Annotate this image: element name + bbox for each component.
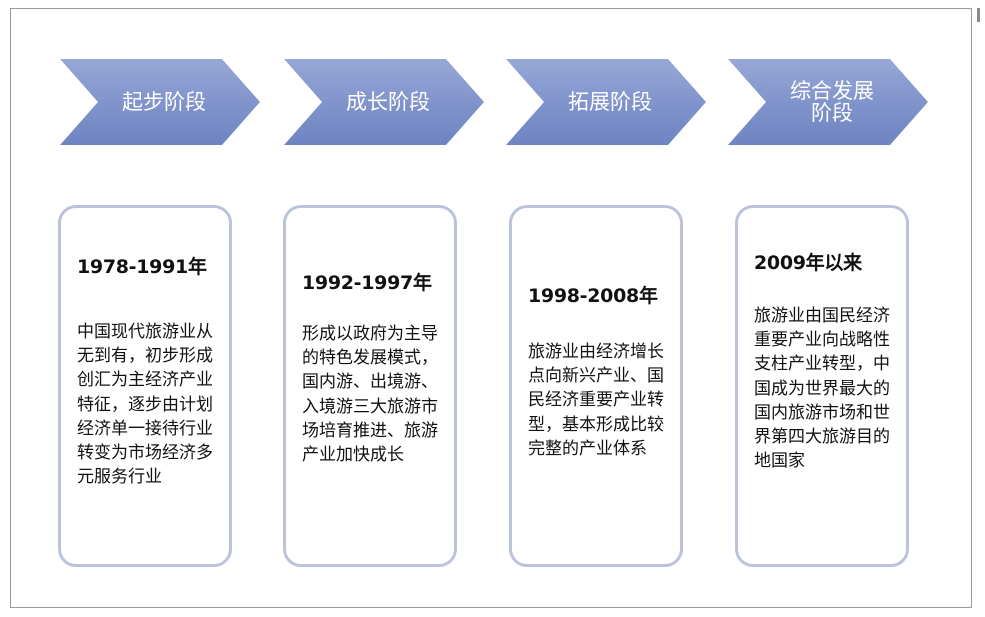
stage-period-3: 1998-2008年 xyxy=(528,285,658,307)
stage-card-1: 1978-1991年 中国现代旅游业从无到有，初步形成创汇为主经济产业特征，逐步… xyxy=(58,205,232,567)
stage-label-2: 成长阶段 xyxy=(346,90,430,114)
edge-mark xyxy=(977,8,980,22)
stage-label-1: 起步阶段 xyxy=(122,90,206,114)
stage-card-3: 1998-2008年 旅游业由经济增长点向新兴产业、国民经济重要产业转型，基本形… xyxy=(509,205,683,567)
stage-chevron-2: 成长阶段 xyxy=(284,59,484,145)
stage-chevron-3: 拓展阶段 xyxy=(506,59,706,145)
stage-card-2: 1992-1997年 形成以政府为主导的特色发展模式，国内游、出境游、入境游三大… xyxy=(283,205,457,567)
stage-card-4: 2009年以来 旅游业由国民经济重要产业向战略性支柱产业转型，中国成为世界最大的… xyxy=(735,205,909,567)
stage-period-4: 2009年以来 xyxy=(754,252,862,274)
stage-label-3: 拓展阶段 xyxy=(568,90,652,114)
stage-period-2: 1992-1997年 xyxy=(302,272,432,294)
stage-description-2: 形成以政府为主导的特色发展模式，国内游、出境游、入境游三大旅游市场培育推进、旅游… xyxy=(302,324,438,466)
stage-label-4: 综合发展阶段 xyxy=(790,79,874,125)
stage-description-1: 中国现代旅游业从无到有，初步形成创汇为主经济产业特征，逐步由计划经济单一接待行业… xyxy=(77,322,213,488)
stage-description-4: 旅游业由国民经济重要产业向战略性支柱产业转型，中国成为世界最大的国内旅游市场和世… xyxy=(754,306,890,472)
stage-description-3: 旅游业由经济增长点向新兴产业、国民经济重要产业转型，基本形成比较完整的产业体系 xyxy=(528,342,664,459)
stage-period-1: 1978-1991年 xyxy=(77,256,207,278)
